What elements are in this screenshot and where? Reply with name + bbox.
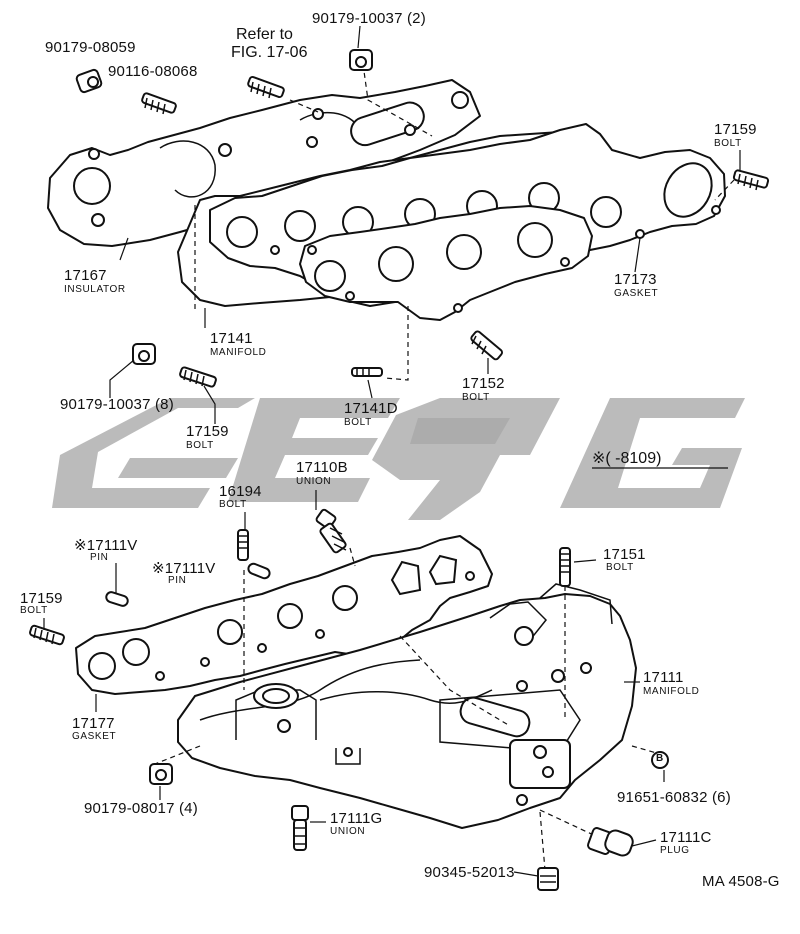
insulator-17167-drawing (47, 79, 481, 247)
reference-note-line1: Refer to (236, 26, 293, 43)
part-name-17141: MANIFOLD (210, 347, 267, 358)
leader-line (513, 871, 539, 877)
alignment-line (349, 547, 356, 567)
part-name-17152: BOLT (462, 392, 490, 403)
part-number-17177: 17177 (72, 715, 115, 732)
part-number-90179-10037-8: 90179-10037 (8) (60, 396, 174, 413)
leader-line (109, 359, 135, 398)
alignment-line (384, 306, 409, 381)
alignment-line (714, 179, 735, 201)
applicability-note: ※( -8109) (592, 450, 662, 467)
part-number-90179-10037-2: 90179-10037 (2) (312, 10, 426, 27)
bolt-16194-drawing (237, 529, 249, 561)
bolt-17159-lower-drawing (29, 624, 65, 646)
part-number-17173: 17173 (614, 271, 657, 288)
part-number-17111c: 17111C (660, 829, 712, 846)
nut-90179-08017-drawing (149, 763, 173, 785)
part-number-17159-mid: 17159 (186, 423, 229, 440)
part-name-17177: GASKET (72, 731, 117, 742)
gasket-17177-drawing (75, 535, 493, 695)
part-name-17111: MANIFOLD (643, 686, 700, 697)
pin-17111v-left-drawing (105, 591, 129, 607)
part-number-17111v-right: ※17111V (152, 560, 216, 577)
leader-line (357, 25, 361, 49)
bolt-17151-drawing (559, 547, 571, 587)
bolt-90345-52013-drawing (537, 867, 559, 891)
part-name-17111c: PLUG (660, 845, 690, 856)
callout-letter-b: B (656, 753, 664, 764)
diagram-code: MA 4508-G (702, 873, 780, 890)
part-number-17159-upper: 17159 (714, 121, 757, 138)
bolt-17159-mid-drawing (179, 366, 217, 388)
plug-17111c-drawing (587, 827, 634, 857)
part-number-90116-08068: 90116-08068 (108, 63, 198, 80)
leader-line (631, 839, 657, 847)
part-number-17141d: 17141D (344, 400, 398, 417)
callout-b-marker (651, 751, 669, 769)
bolt-17141d-drawing (351, 367, 383, 377)
leader-line (203, 385, 216, 424)
alignment-line (539, 809, 601, 839)
alignment-line (362, 63, 433, 137)
nut-90179-10037-top-drawing (349, 49, 373, 71)
part-name-17151: BOLT (606, 562, 634, 573)
leader-line (573, 559, 597, 563)
pin-17111v-right-drawing (247, 562, 271, 580)
part-number-17167: 17167 (64, 267, 107, 284)
part-number-90179-08059: 90179-08059 (45, 39, 136, 56)
part-number-17111v-left: ※17111V (74, 537, 138, 554)
part-name-17141d: BOLT (344, 417, 372, 428)
reference-note-line2: FIG. 17-06 (231, 44, 308, 61)
part-number-91651-60832: 91651-60832 (6) (617, 789, 731, 806)
part-number-17141: 17141 (210, 330, 253, 347)
part-number-17151: 17151 (603, 546, 646, 563)
part-number-16194: 16194 (219, 483, 262, 500)
part-number-17111: 17111 (643, 669, 684, 686)
part-number-90179-08017: 90179-08017 (4) (84, 800, 198, 817)
union-17111g-drawing (291, 805, 309, 851)
nut-90179-10037-side-drawing (132, 343, 156, 365)
stud-refer-drawing (247, 75, 285, 99)
part-name-17111v-right: PIN (168, 575, 187, 586)
part-number-90345-52013: 90345-52013 (424, 864, 515, 881)
part-name-17167: INSULATOR (64, 284, 126, 295)
part-number-17159-lower: 17159 (20, 590, 63, 607)
watermark-logo (52, 398, 745, 520)
bolt-17159-upper-drawing (732, 169, 770, 191)
stud-90116-08068-drawing (141, 92, 177, 115)
part-name-17111g: UNION (330, 826, 366, 837)
part-number-17110b: 17110B (296, 459, 348, 476)
part-name-17173: GASKET (614, 288, 659, 299)
leader-line (367, 379, 373, 399)
part-name-17159-mid: BOLT (186, 440, 214, 451)
union-17110b-drawing (315, 508, 347, 554)
leader-line (634, 237, 641, 273)
part-name-16194: BOLT (219, 499, 247, 510)
alignment-line (539, 811, 546, 871)
alignment-line (631, 745, 661, 755)
part-name-17110b: UNION (296, 476, 332, 487)
leader-line (119, 237, 129, 261)
part-name-17111v-left: PIN (90, 552, 109, 563)
part-number-17111g: 17111G (330, 810, 383, 827)
part-number-17152: 17152 (462, 375, 505, 392)
port-flange-front-drawing (299, 205, 593, 321)
alignment-line (399, 635, 511, 727)
part-name-17159-upper: BOLT (714, 138, 742, 149)
part-name-17159-lower: BOLT (20, 605, 48, 616)
nut-90179-08059-drawing (75, 68, 103, 94)
bolt-17152-drawing (470, 330, 504, 361)
